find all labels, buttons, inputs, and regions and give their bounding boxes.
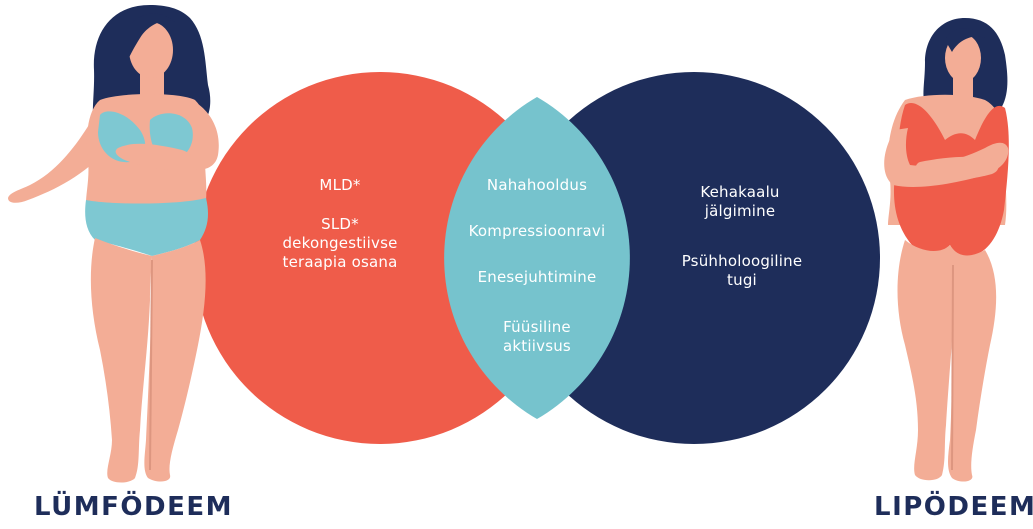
- shared-item-fuusiline-aktiivsus: Füüsiline aktiivsus: [503, 318, 571, 355]
- caption-lymfodeem: LÜMFÖDEEM: [34, 492, 233, 522]
- left-item-sld: SLD* dekongestiivse teraapia osana: [282, 215, 398, 271]
- caption-lipodeem: LIPÖDEEM: [874, 492, 1033, 522]
- right-figure-icon: [884, 18, 1009, 482]
- shared-item-enesejuhtimine: Enesejuhtimine: [477, 268, 597, 286]
- shared-item-kompressioonravi: Kompressioonravi: [468, 222, 606, 240]
- right-item-psuhholoogiline: Psühholoogiline tugi: [681, 252, 803, 289]
- left-item-mld: MLD*: [319, 176, 361, 194]
- overlap-region: [444, 97, 630, 419]
- shared-item-nahahooldus: Nahahooldus: [486, 176, 588, 194]
- right-item-kehakaalu: Kehakaalu jälgimine: [700, 183, 780, 220]
- left-figure-icon: [8, 5, 219, 483]
